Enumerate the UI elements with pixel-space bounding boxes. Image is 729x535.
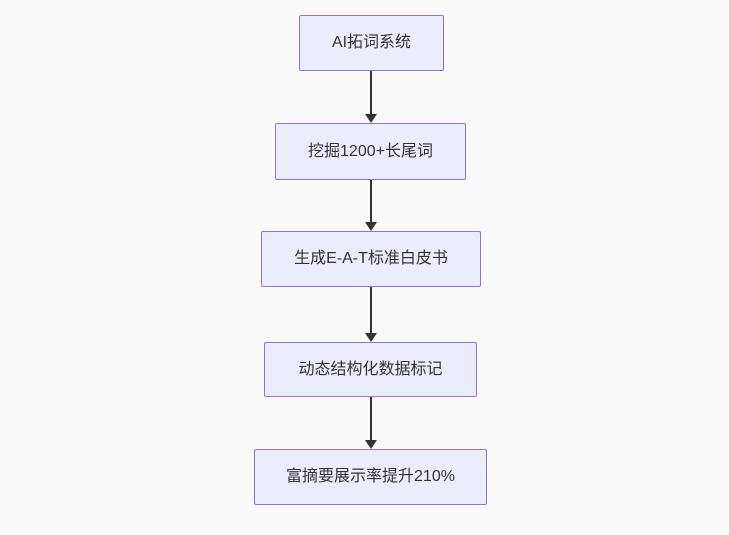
edge-line — [370, 397, 372, 440]
arrowhead-down-icon — [365, 333, 377, 342]
edge-node1-node2 — [364, 71, 378, 123]
edge-node2-node3 — [364, 180, 378, 231]
flow-node-longtail-mining: 挖掘1200+长尾词 — [275, 123, 466, 180]
edge-node4-node5 — [364, 397, 378, 449]
flow-node-label: 动态结构化数据标记 — [298, 360, 443, 378]
flow-node-rich-snippet-result: 富摘要展示率提升210% — [254, 449, 487, 505]
edge-line — [370, 180, 372, 222]
flow-node-label: 挖掘1200+长尾词 — [308, 142, 433, 160]
edge-node3-node4 — [364, 287, 378, 342]
arrowhead-down-icon — [365, 114, 377, 123]
edge-line — [370, 71, 372, 114]
arrowhead-down-icon — [365, 222, 377, 231]
edge-line — [370, 287, 372, 333]
flow-node-label: 生成E-A-T标准白皮书 — [294, 250, 448, 267]
flow-node-ai-keyword-system: AI拓词系统 — [299, 15, 444, 71]
arrowhead-down-icon — [365, 440, 377, 449]
flow-node-label: 富摘要展示率提升210% — [286, 468, 455, 485]
flow-node-eat-whitepaper: 生成E-A-T标准白皮书 — [261, 231, 481, 287]
flow-node-structured-data-markup: 动态结构化数据标记 — [264, 342, 477, 397]
flow-node-label: AI拓词系统 — [331, 34, 412, 51]
